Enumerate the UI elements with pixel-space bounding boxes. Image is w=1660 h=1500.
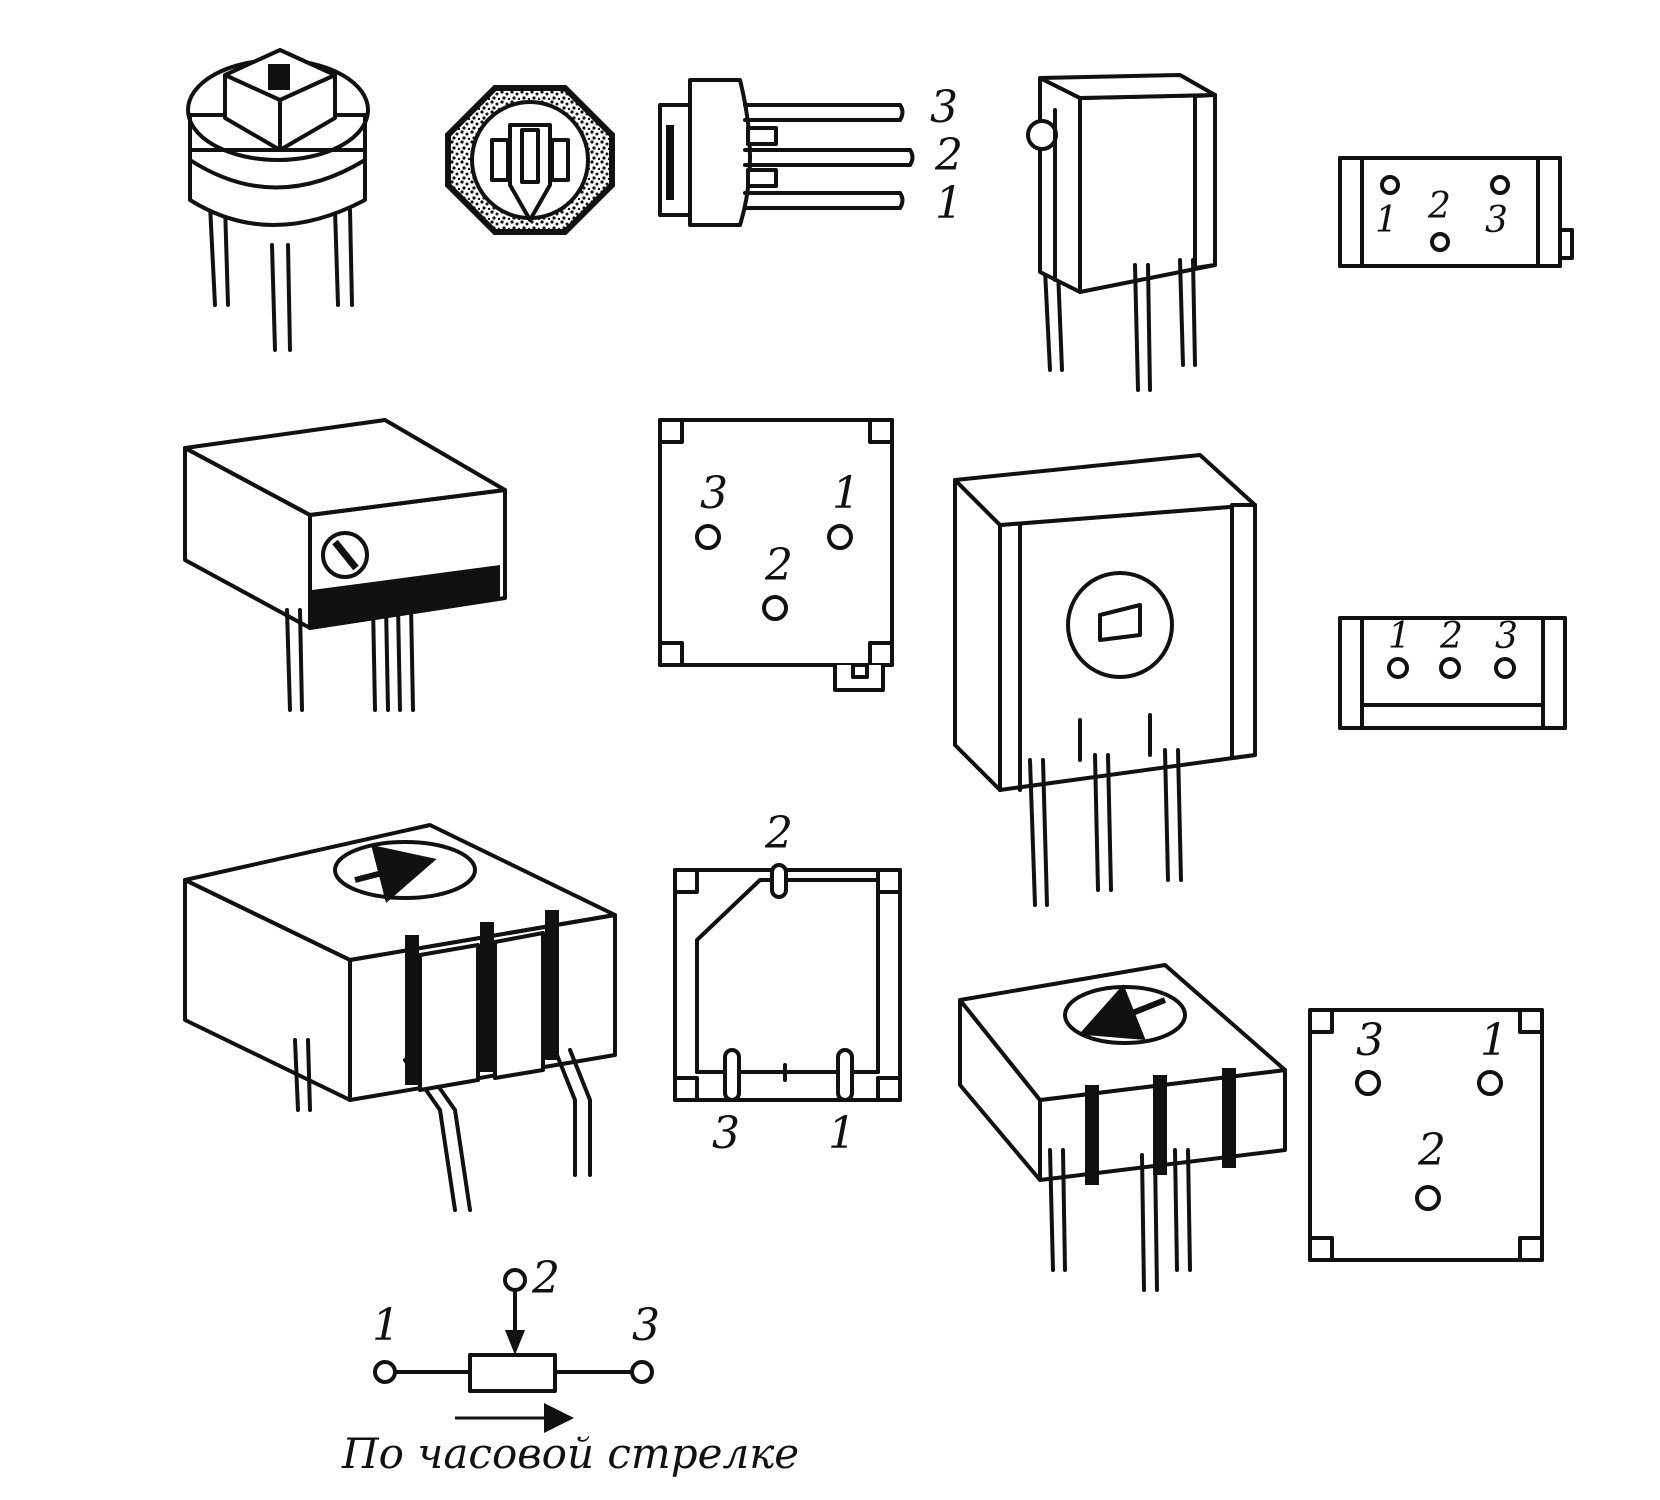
side-view-pins: 3 2 1: [658, 78, 963, 229]
sq1-label-2: 2: [764, 540, 793, 591]
schematic-label-2: 2: [531, 1253, 560, 1304]
medium-box-top-rotor: [958, 963, 1287, 1292]
square-bottom-view-1: 3 1 2: [658, 418, 894, 692]
hole-label-1: 1: [1375, 200, 1398, 241]
sq1-label-3: 3: [700, 468, 728, 519]
wiring-label-2: 2: [764, 808, 793, 859]
wiring-label-1: 1: [828, 1108, 856, 1159]
sq1-label-1: 1: [832, 468, 860, 519]
pin-label-1: 1: [935, 178, 963, 229]
potentiometer-schematic: 1 2 3 По часовой стрелке: [341, 1253, 799, 1478]
sq2-label-3: 3: [1356, 1015, 1384, 1066]
square-bottom-view-2: 3 1 2: [1308, 1008, 1544, 1262]
pin-label-2: 2: [934, 130, 963, 181]
hole-label-3: 3: [1485, 200, 1508, 241]
octagon-top-view: [445, 85, 615, 235]
sq2-label-2: 2: [1417, 1125, 1446, 1176]
wiring-label-3: 3: [712, 1108, 740, 1159]
hole2-label-1: 1: [1388, 616, 1411, 657]
hole2-label-3: 3: [1495, 616, 1518, 657]
bottom-view-holes-1: 1 2 3: [1338, 156, 1574, 268]
pin-label-3: 3: [930, 82, 958, 133]
large-box-top-rotor: [183, 823, 617, 1212]
wiring-top-view: 2 3 1: [673, 808, 902, 1159]
hole-label-2: 2: [1427, 186, 1451, 227]
low-box-side-screw: [183, 418, 507, 712]
schematic-caption: По часовой стрелке: [341, 1429, 799, 1478]
round-trimmer-perspective: [186, 48, 370, 352]
tall-box-front-rotor: [953, 453, 1257, 907]
schematic-label-1: 1: [372, 1300, 400, 1351]
bottom-view-holes-2: 1 2 3: [1338, 616, 1567, 730]
hole2-label-2: 2: [1439, 616, 1463, 657]
sq2-label-1: 1: [1480, 1015, 1508, 1066]
tall-block-perspective: [1026, 73, 1217, 392]
schematic-label-3: 3: [632, 1300, 660, 1351]
